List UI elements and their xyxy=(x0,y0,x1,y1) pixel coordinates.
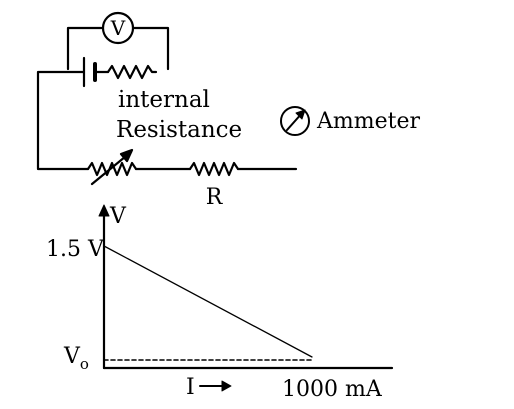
x-axis-label: I xyxy=(186,375,195,400)
ammeter-circle xyxy=(280,106,310,136)
voltmeter-branch xyxy=(66,11,170,71)
voltmeter-circle xyxy=(101,11,135,45)
ammeter-needle-head xyxy=(295,109,306,120)
ammeter-label: Ammeter xyxy=(316,109,420,134)
vi-line xyxy=(103,245,313,358)
y-base-symbol: V xyxy=(63,344,81,369)
ammeter-icon xyxy=(280,106,310,136)
internal-resistor-zigzag xyxy=(106,64,158,80)
internal-label: internal xyxy=(118,87,210,113)
rheostat-arrow-head xyxy=(119,148,134,163)
resistor-label: R xyxy=(206,185,224,210)
vi-graph xyxy=(98,204,394,392)
rheostat-zigzag xyxy=(86,161,138,177)
y-axis-arrowhead xyxy=(98,204,110,217)
y-base-label: Vo xyxy=(63,344,89,373)
resistance-label: Resistance xyxy=(116,117,242,143)
top-wire xyxy=(36,70,86,168)
y-base-subscript: o xyxy=(80,355,89,373)
y-top-value: 1.5 V xyxy=(46,237,105,262)
resistor-r-zigzag xyxy=(188,161,240,177)
cell-branch xyxy=(36,56,158,168)
y-axis-label: V xyxy=(109,204,127,229)
voltmeter-symbol: V xyxy=(110,16,126,40)
x-label-arrow-head xyxy=(221,380,232,392)
bottom-branch xyxy=(36,148,298,186)
x-end-value: 1000 mA xyxy=(282,377,383,402)
bottom-wire-left xyxy=(36,164,90,171)
voltmeter-wire xyxy=(66,26,170,71)
